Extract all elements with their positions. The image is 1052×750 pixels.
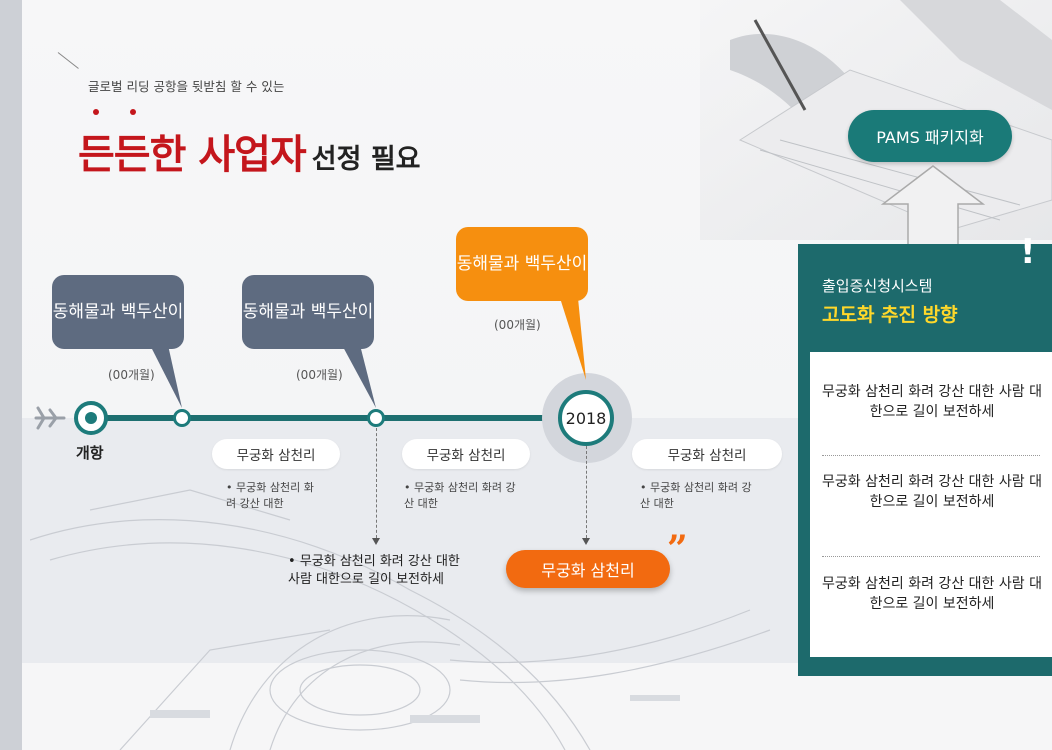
timeline-start-node xyxy=(74,401,108,435)
phase-pill: 무궁화 삼천리 xyxy=(212,439,340,469)
timeline-node xyxy=(173,409,191,427)
left-margin-bar xyxy=(0,0,22,750)
panel-item: 무궁화 삼천리 화려 강산 대한 사람 대한으로 길이 보전하세 xyxy=(822,384,1042,420)
timeline-track xyxy=(90,415,600,421)
year-node: 2018 xyxy=(558,390,614,446)
period-bubble: 동해물과 백두산이 xyxy=(52,275,184,349)
up-arrow-icon xyxy=(880,165,986,247)
phase-bullet: • 무궁화 삼천리 화려 강산 대한 xyxy=(226,481,314,510)
phase-bullet: • 무궁화 삼천리 화려 강산 대한 xyxy=(404,481,516,510)
header-subtitle: 글로벌 리딩 공항을 뒷받침 할 수 있는 xyxy=(88,79,285,94)
bubble-tail xyxy=(342,345,376,408)
phase-pill: 무궁화 삼천리 xyxy=(402,439,530,469)
title-rest: 선정 필요 xyxy=(311,144,421,175)
panel-title: 출입증신청시스템 xyxy=(822,277,933,295)
outcome-pill: 무궁화 삼천리 xyxy=(506,550,670,588)
period-months: (00개월) xyxy=(494,318,541,332)
dashed-connector xyxy=(376,428,377,538)
phase-pill: 무궁화 삼천리 xyxy=(632,439,782,469)
period-months: (00개월) xyxy=(108,368,155,382)
airplane-icon xyxy=(34,406,66,430)
emphasis-dot xyxy=(93,109,99,115)
panel-divider xyxy=(822,455,1040,456)
airport-illustration xyxy=(30,489,771,750)
arrow-down-icon xyxy=(582,538,590,545)
period-months: (00개월) xyxy=(296,368,343,382)
emphasis-dot xyxy=(130,109,136,115)
bubble-tail xyxy=(560,298,586,380)
timeline-start-label: 개항 xyxy=(76,444,104,462)
arrow-down-icon xyxy=(372,538,380,545)
outcome-bullet: • 무궁화 삼천리 화려 강산 대한 사람 대한으로 길이 보전하세 xyxy=(288,554,460,587)
bubble-tail xyxy=(150,345,182,408)
quote-mark: ” xyxy=(667,528,688,570)
panel-item: 무궁화 삼천리 화려 강산 대한 사람 대한으로 길이 보전하세 xyxy=(822,474,1042,510)
phase-bullet: • 무궁화 삼천리 화려 강산 대한 xyxy=(640,481,752,510)
panel-divider xyxy=(822,556,1040,557)
background-bottom xyxy=(22,663,1052,750)
panel-item: 무궁화 삼천리 화려 강산 대한 사람 대한으로 길이 보전하세 xyxy=(822,576,1042,612)
period-bubble: 동해물과 백두산이 xyxy=(242,275,374,349)
exclamation-icon: ! xyxy=(1020,232,1036,272)
pams-package-button[interactable]: PAMS 패키지화 xyxy=(848,110,1012,162)
timeline-node xyxy=(367,409,385,427)
dashed-connector xyxy=(586,446,587,538)
panel-subtitle: 고도화 추진 방향 xyxy=(822,304,958,326)
period-bubble-highlight: 동해물과 백두산이 xyxy=(456,227,588,301)
title-highlight: 든든한 사업자 xyxy=(78,132,307,178)
panel-content xyxy=(810,352,1052,657)
